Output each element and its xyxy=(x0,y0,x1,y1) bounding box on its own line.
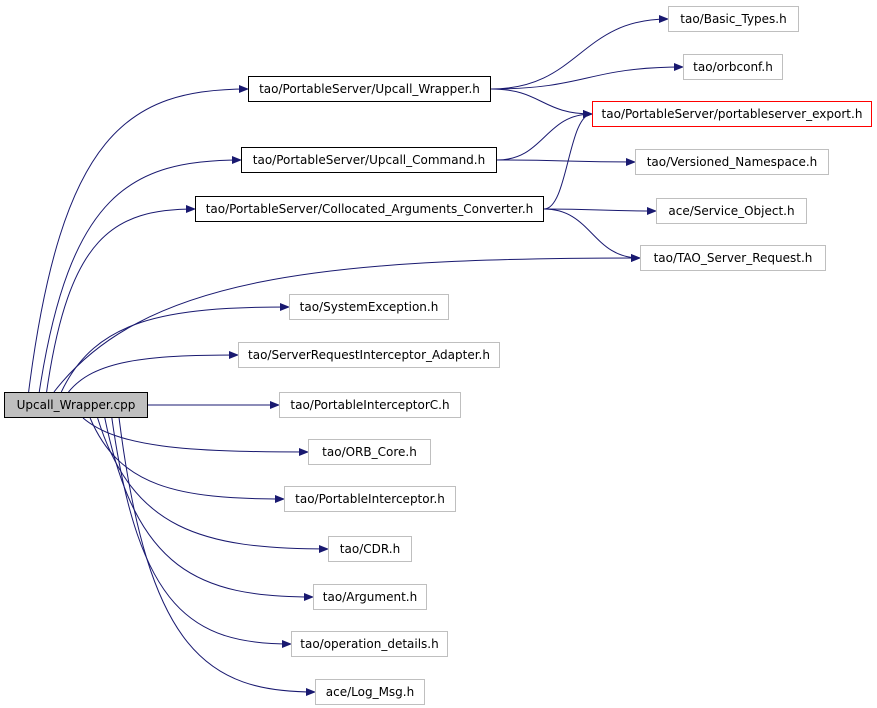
node-basic-types-h[interactable]: tao/Basic_Types.h xyxy=(668,6,799,32)
edge-collocated_args_h-to-ps_export_h xyxy=(543,110,593,210)
edge-root-to-collocated_args_h xyxy=(46,205,196,393)
node-portableserver-export-h[interactable]: tao/PortableServer/portableserver_export… xyxy=(592,101,872,127)
edge-root-to-sri_adapter_h xyxy=(68,351,239,393)
node-portable-interceptor-h[interactable]: tao/PortableInterceptor.h xyxy=(284,486,456,512)
edge-root-to-op_details_h xyxy=(111,417,292,648)
node-cdr-h[interactable]: tao/CDR.h xyxy=(328,536,412,562)
node-collocated-arguments-converter-h[interactable]: tao/PortableServer/Collocated_Arguments_… xyxy=(195,196,544,222)
node-root-upcall-wrapper-cpp: Upcall_Wrapper.cpp xyxy=(4,392,148,418)
edge-root-to-log_msg_h xyxy=(118,417,316,696)
edge-root-to-cdr_h xyxy=(97,417,329,553)
node-system-exception-h[interactable]: tao/SystemException.h xyxy=(289,294,449,320)
edge-upcall_wrapper_h-to-orbconf_h xyxy=(490,63,684,90)
edge-root-to-pi_h xyxy=(89,417,285,503)
node-upcall-command-h[interactable]: tao/PortableServer/Upcall_Command.h xyxy=(241,147,497,173)
node-server-request-interceptor-adapter-h[interactable]: tao/ServerRequestInterceptor_Adapter.h xyxy=(238,342,500,368)
node-orbconf-h[interactable]: tao/orbconf.h xyxy=(683,54,783,80)
edge-root-to-argument_h xyxy=(104,417,314,601)
node-log-msg-h[interactable]: ace/Log_Msg.h xyxy=(315,679,425,705)
edge-upcall_command_h-to-versioned_ns_h xyxy=(496,157,636,166)
node-service-object-h[interactable]: ace/Service_Object.h xyxy=(656,198,807,224)
edge-upcall_wrapper_h-to-ps_export_h xyxy=(490,88,593,118)
edge-root-to-orb_core_h xyxy=(82,417,309,456)
edge-root-to-upcall_command_h xyxy=(38,156,242,393)
edge-collocated_args_h-to-server_request_h xyxy=(543,208,641,262)
node-operation-details-h[interactable]: tao/operation_details.h xyxy=(291,631,448,657)
node-argument-h[interactable]: tao/Argument.h xyxy=(313,584,427,610)
node-versioned-namespace-h[interactable]: tao/Versioned_Namespace.h xyxy=(635,149,829,175)
edge-root-to-upcall_wrapper_h xyxy=(28,85,249,393)
edge-collocated_args_h-to-service_object_h xyxy=(543,206,657,215)
edge-upcall_command_h-to-ps_export_h xyxy=(496,110,593,161)
edge-upcall_wrapper_h-to-basic_types_h xyxy=(490,15,669,90)
node-tao-server-request-h[interactable]: tao/TAO_Server_Request.h xyxy=(640,245,826,271)
node-upcall-wrapper-h[interactable]: tao/PortableServer/Upcall_Wrapper.h xyxy=(248,76,491,102)
node-portable-interceptor-c-h[interactable]: tao/PortableInterceptorC.h xyxy=(279,392,461,418)
edge-root-to-server_request_h xyxy=(53,254,641,393)
node-orb-core-h[interactable]: tao/ORB_Core.h xyxy=(308,439,431,465)
edge-root-to-system_exception_h xyxy=(60,303,290,393)
